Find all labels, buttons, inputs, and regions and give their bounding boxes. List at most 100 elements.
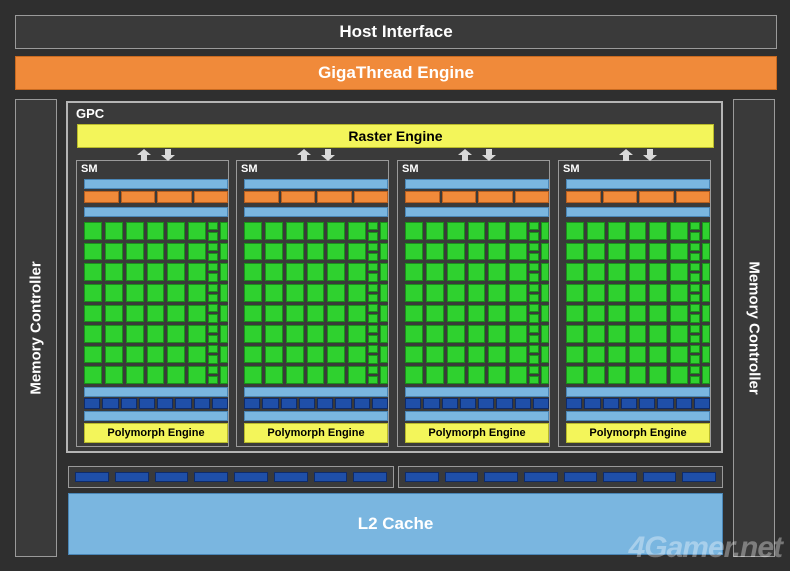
cuda-core: [104, 263, 123, 281]
load-store-unit: [690, 242, 700, 251]
load-store-unit: [690, 314, 700, 323]
cuda-core: [488, 263, 507, 281]
cuda-core: [405, 242, 423, 261]
warp-scheduler-unit: [244, 191, 279, 203]
cuda-core: [104, 366, 123, 384]
cuda-core: [488, 345, 507, 364]
cuda-core: [425, 345, 444, 364]
load-store-unit: [208, 314, 218, 323]
cuda-core: [84, 366, 102, 384]
polymorph-engine-block: Polymorph Engine: [405, 423, 549, 443]
cuda-core: [425, 222, 444, 240]
texture-unit: [317, 398, 334, 409]
load-store-unit: [368, 252, 378, 261]
load-store-unit: [690, 304, 700, 313]
memory-controller-left-label: Memory Controller: [27, 261, 45, 395]
cuda-core: [84, 325, 102, 343]
cuda-core: [167, 304, 186, 323]
texture-unit: [280, 398, 297, 409]
arrow-up-icon: [458, 149, 472, 161]
cuda-core: [104, 325, 123, 343]
raster-engine-block: Raster Engine: [77, 124, 714, 148]
cuda-core: [306, 222, 325, 240]
polymorph-engine-label: Polymorph Engine: [589, 427, 687, 439]
cuda-core: [628, 222, 647, 240]
special-function-unit: [220, 222, 228, 240]
cuda-core: [670, 242, 688, 261]
texture-unit: [211, 398, 228, 409]
cuda-core: [125, 263, 144, 281]
cuda-core: [188, 304, 206, 323]
load-store-unit: [529, 232, 539, 241]
texture-unit: [175, 398, 192, 409]
rop-unit: [75, 472, 109, 482]
texture-unit: [459, 398, 476, 409]
cuda-core: [607, 325, 626, 343]
texture-unit: [298, 398, 315, 409]
warp-scheduler-unit: [602, 191, 637, 203]
cuda-core: [509, 222, 527, 240]
cuda-core: [244, 366, 262, 384]
load-store-unit: [690, 273, 700, 282]
cuda-core: [167, 366, 186, 384]
warp-scheduler-unit: [675, 191, 710, 203]
special-function-unit: [380, 222, 388, 240]
rop-unit: [194, 472, 228, 482]
cuda-core: [167, 222, 186, 240]
cuda-core: [327, 222, 346, 240]
warp-scheduler-row: [405, 191, 549, 203]
texture-unit: [639, 398, 656, 409]
cuda-core: [425, 283, 444, 302]
load-store-unit: [208, 293, 218, 302]
texture-unit: [353, 398, 370, 409]
special-function-unit: [702, 283, 710, 302]
cuda-core: [146, 366, 165, 384]
load-store-unit: [208, 283, 218, 292]
arrow-down-icon: [161, 149, 175, 161]
cuda-core: [167, 345, 186, 364]
special-function-unit: [702, 345, 710, 364]
cuda-core: [327, 304, 346, 323]
cuda-core: [104, 242, 123, 261]
cuda-core: [488, 366, 507, 384]
cuda-core: [649, 283, 668, 302]
cuda-core: [285, 222, 304, 240]
warp-scheduler-row: [84, 191, 228, 203]
rop-unit: [273, 472, 308, 482]
cuda-core: [244, 242, 262, 261]
register-file-bar: [244, 207, 388, 217]
gigathread-engine-label: GigaThread Engine: [318, 63, 474, 82]
sm-label: SM: [81, 163, 98, 175]
cuda-core: [348, 263, 366, 281]
special-function-unit: [380, 325, 388, 343]
special-function-unit: [220, 242, 228, 261]
cuda-core: [425, 242, 444, 261]
cuda-core: [670, 345, 688, 364]
special-function-unit: [541, 263, 549, 281]
cuda-core: [566, 304, 584, 323]
cuda-core: [306, 283, 325, 302]
special-function-unit: [702, 304, 710, 323]
cuda-core: [244, 222, 262, 240]
load-store-unit: [529, 283, 539, 292]
warp-scheduler-unit: [280, 191, 315, 203]
special-function-unit: [702, 325, 710, 343]
texture-cache-bar: [405, 411, 549, 421]
cuda-core: [425, 304, 444, 323]
cuda-core: [446, 325, 465, 343]
cuda-core: [586, 222, 605, 240]
load-store-unit: [690, 283, 700, 292]
sm-label: SM: [241, 163, 258, 175]
cuda-core: [84, 222, 102, 240]
cuda-core: [264, 304, 283, 323]
cuda-core: [566, 345, 584, 364]
load-store-unit: [529, 252, 539, 261]
special-function-unit: [541, 304, 549, 323]
cuda-core: [509, 283, 527, 302]
load-store-unit: [208, 304, 218, 313]
rop-unit: [603, 472, 637, 482]
cuda-core: [244, 283, 262, 302]
cuda-core: [566, 283, 584, 302]
